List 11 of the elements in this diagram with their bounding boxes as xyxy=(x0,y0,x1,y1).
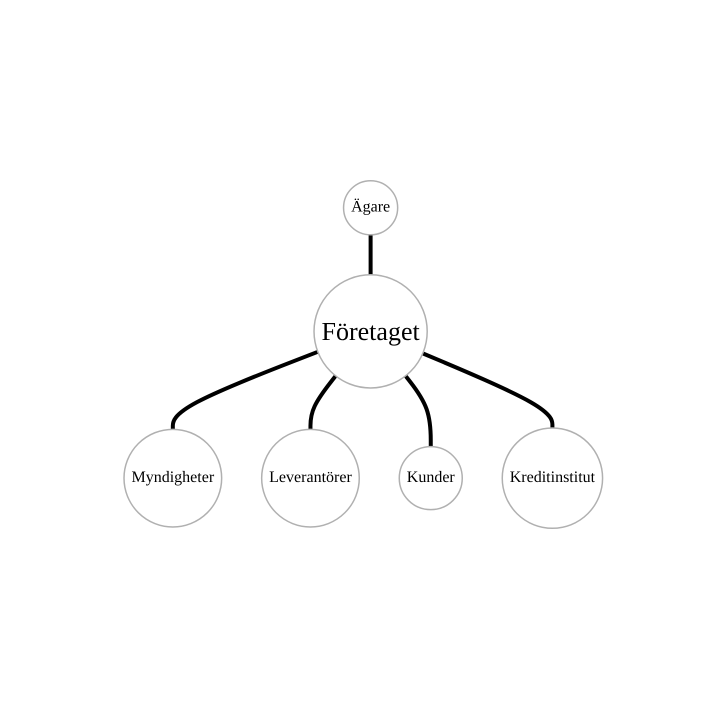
node-circle: Leverantörer xyxy=(261,428,360,528)
connector xyxy=(368,234,373,275)
node-circle: Företaget xyxy=(313,274,428,389)
connector xyxy=(422,352,555,428)
connector xyxy=(404,374,433,447)
connector xyxy=(308,374,338,430)
node-circle: Myndigheter xyxy=(123,428,223,528)
connector xyxy=(171,350,319,430)
node-circle: Kunder xyxy=(398,446,464,510)
node-circle: Ägare xyxy=(343,180,399,236)
node-circle: Kreditinstitut xyxy=(502,427,604,530)
